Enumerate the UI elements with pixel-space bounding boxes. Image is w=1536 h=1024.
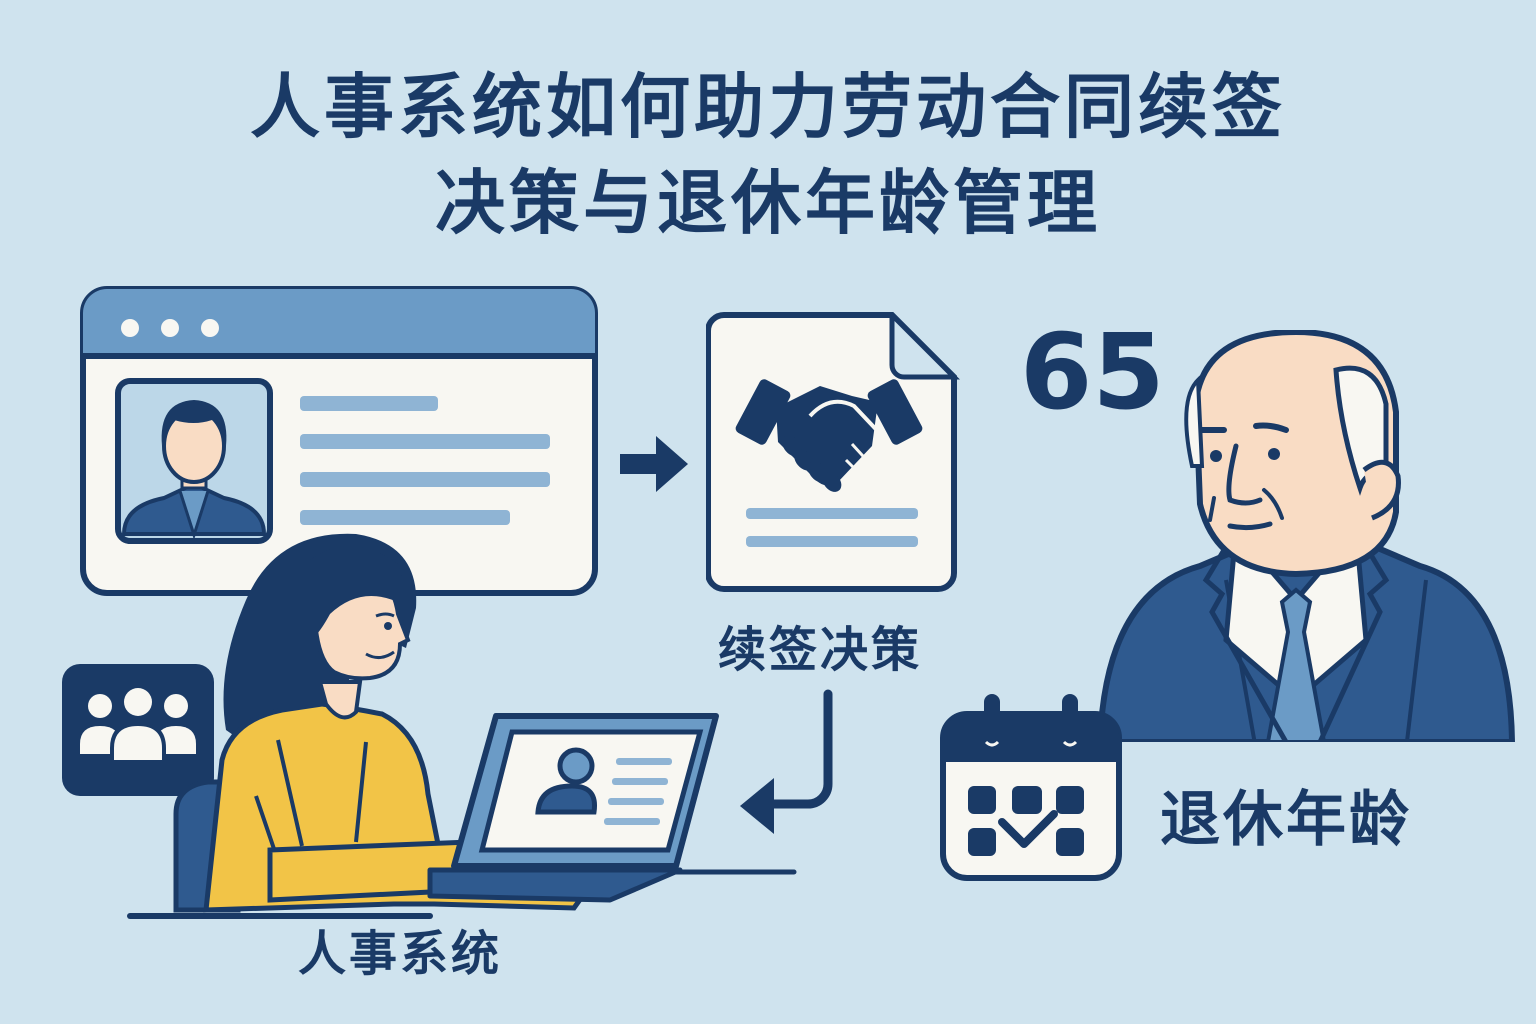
- retirement-age-label: 退休年龄: [1160, 785, 1412, 855]
- team-group-icon: [62, 664, 214, 796]
- page-title-line-1: 人事系统如何助力劳动合同续签: [250, 66, 1286, 148]
- hr-browser-window-icon: [80, 286, 600, 598]
- background-panel: [1090, 742, 1536, 1024]
- hr-system-label: 人事系统: [298, 926, 503, 982]
- retiree-illustration: [1096, 330, 1516, 742]
- arrow-right-icon: [616, 434, 692, 494]
- retirement-age-number: 65: [1020, 311, 1165, 433]
- hr-staff-illustration: [120, 530, 820, 920]
- page-title-line-2: 决策与退休年龄管理: [435, 162, 1101, 244]
- handshake-document-icon: [706, 312, 960, 594]
- calendar-check-icon: [940, 690, 1122, 882]
- arrow-return-left-icon: [736, 688, 846, 838]
- renewal-decision-label: 续签决策: [718, 622, 923, 678]
